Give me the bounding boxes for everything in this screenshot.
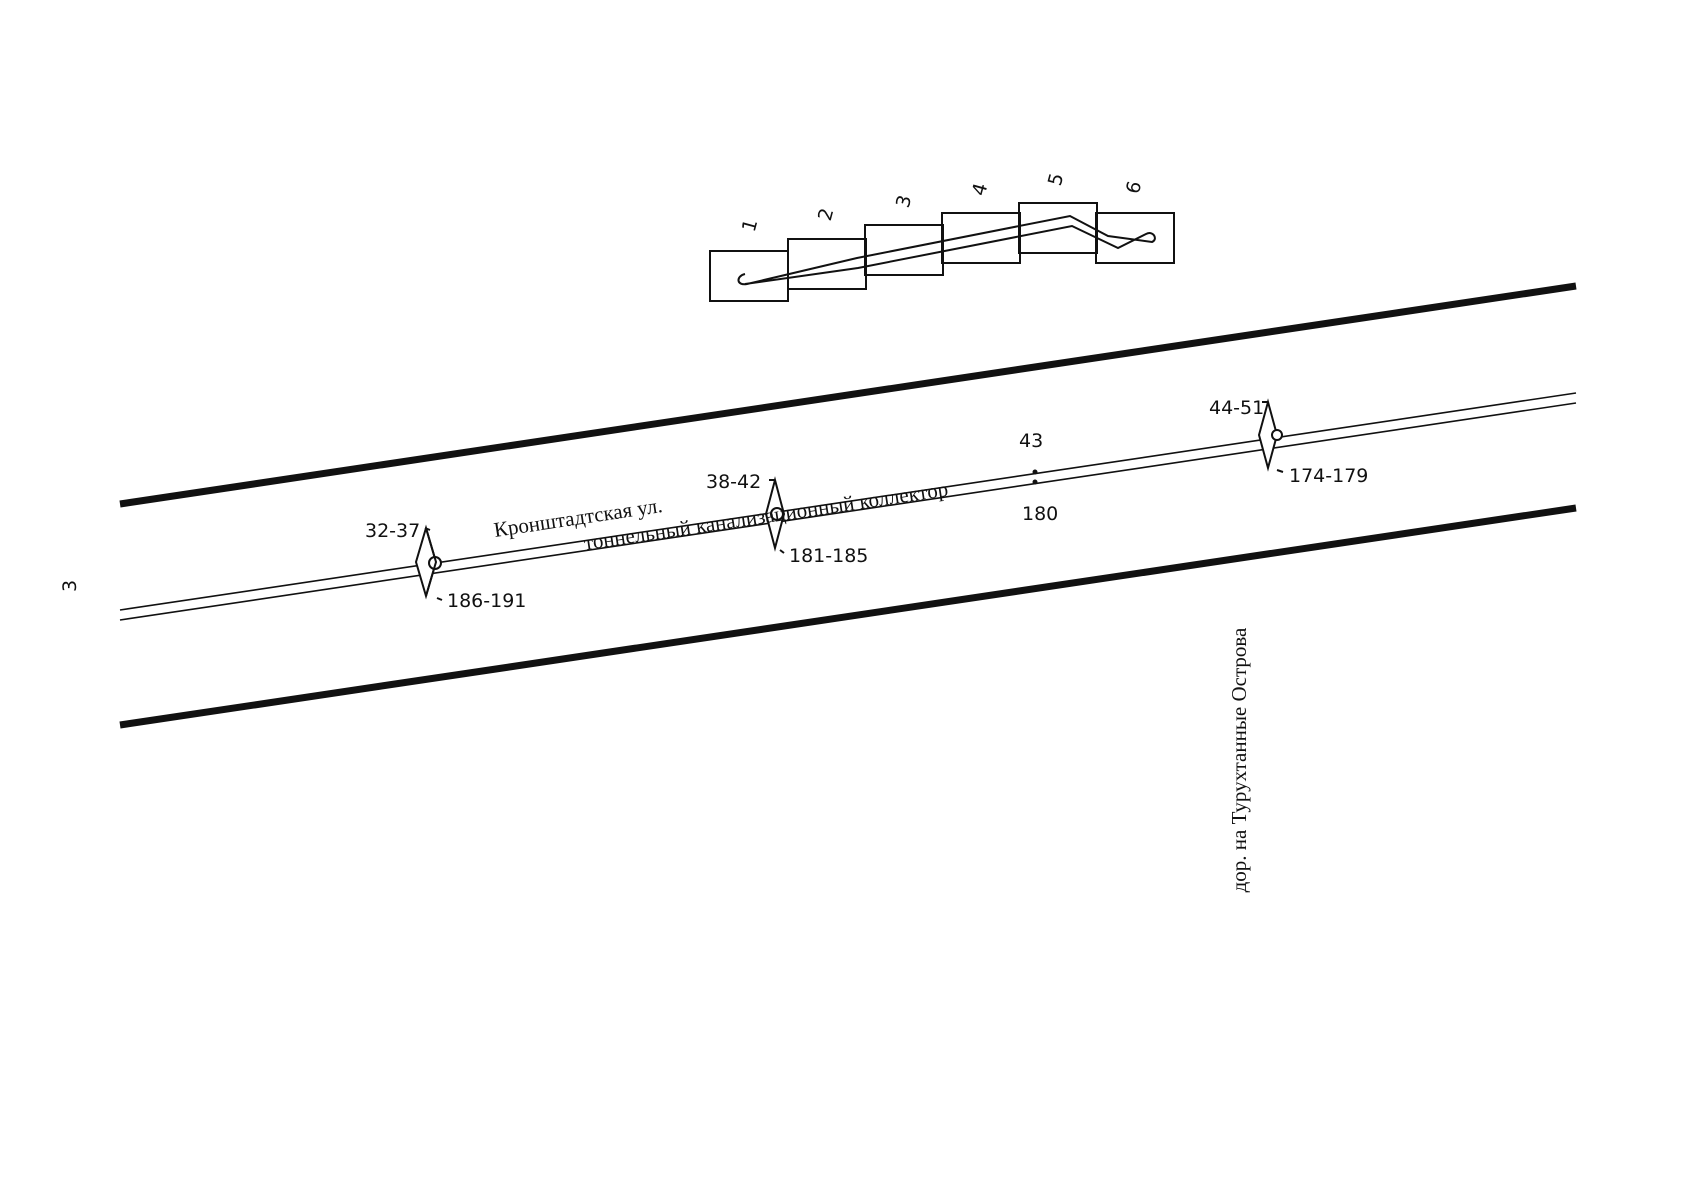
well-lower-label: 186-191 [447,590,526,612]
well-marker[interactable] [1257,398,1284,473]
side-road-name: дор. на Турухтанные Острова [1227,627,1251,892]
well-lower-label: 174-179 [1289,465,1368,487]
sewer-collector[interactable] [119,392,1577,621]
key-map-sheet-6[interactable] [1095,212,1175,264]
key-map-sheet-label: 3 [892,193,916,210]
key-map-sheet-label: 4 [968,181,992,198]
key-map: 1 2 3 4 5 6 [709,171,1175,302]
key-map-sheet-label: 1 [738,217,762,234]
key-map-sheet-1[interactable] [709,250,789,302]
point-marker[interactable] [1032,479,1038,485]
key-map-route [737,214,1156,286]
well-upper-label: 38-42 [706,471,761,493]
point-lower-label: 180 [1022,503,1058,525]
key-map-sheet-3[interactable] [864,224,944,276]
road-edge-bottom [119,504,1577,729]
well-lower-label: 181-185 [789,545,868,567]
well-upper-label: 44-51 [1209,397,1264,419]
key-map-sheet-2[interactable] [787,238,867,290]
road-edge-top [119,282,1577,508]
well-marker[interactable] [414,524,443,601]
sheet-number: 3 [59,580,81,592]
key-map-sheet-label: 2 [814,206,838,223]
well-marker[interactable] [764,476,786,554]
key-map-sheet-label: 5 [1044,171,1068,188]
point-upper-label: 43 [1019,430,1043,452]
well-upper-label: 32-37 [365,520,420,542]
point-marker[interactable] [1032,469,1038,475]
key-map-sheet-label: 6 [1122,179,1146,196]
